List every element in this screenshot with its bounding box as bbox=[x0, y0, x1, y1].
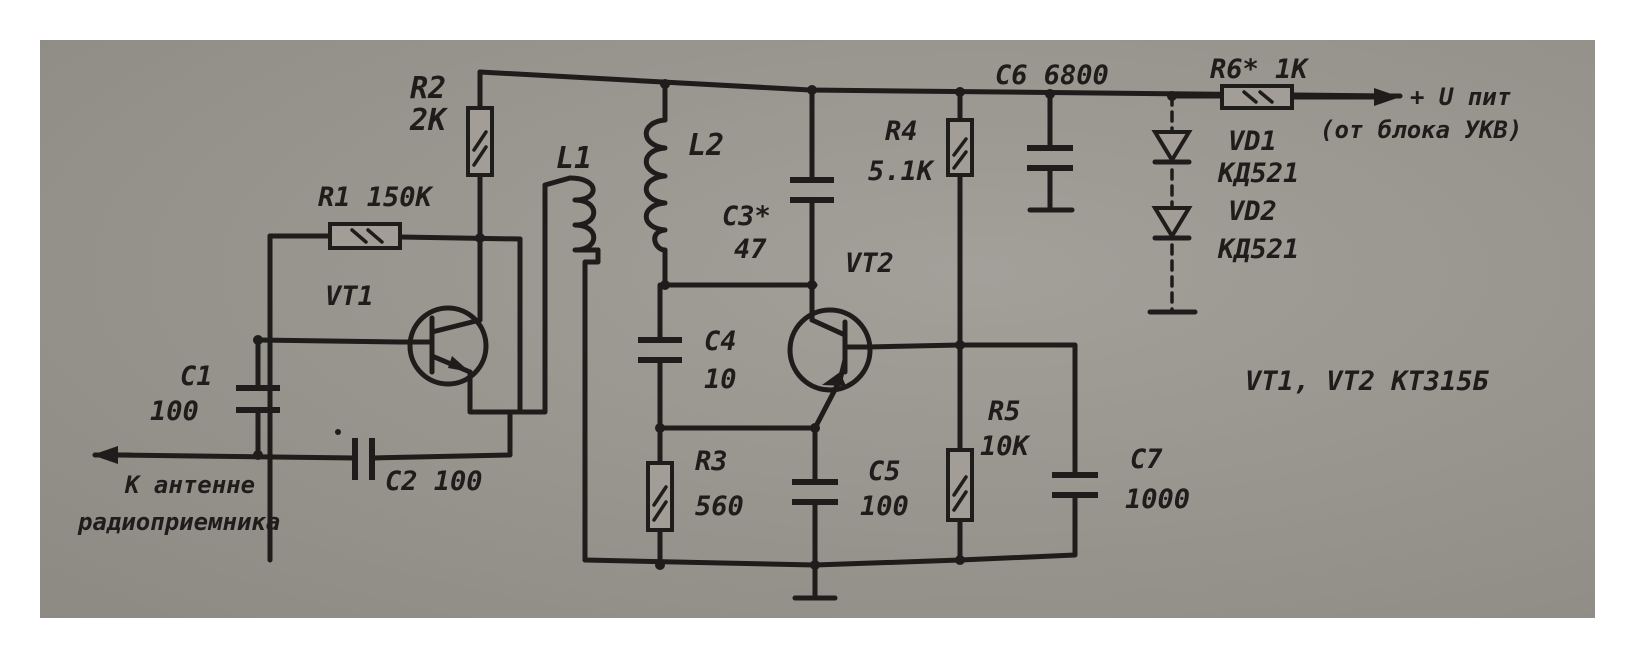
supply-label-line1: + U пит bbox=[1410, 83, 1511, 111]
resistor-r5 bbox=[946, 448, 974, 522]
capacitor-c6 bbox=[1027, 145, 1073, 171]
label-c2: C2 100 bbox=[385, 466, 483, 497]
capacitor-c7 bbox=[1052, 472, 1098, 498]
label-r3-value: 560 bbox=[695, 491, 744, 522]
wires bbox=[112, 69, 1403, 601]
label-r3-name: R3 bbox=[695, 446, 728, 477]
inductor-l2 bbox=[643, 117, 668, 253]
label-l1: L1 bbox=[556, 141, 592, 176]
label-vd2-type: КД521 bbox=[1217, 234, 1299, 265]
label-l2: L2 bbox=[688, 128, 724, 163]
label-c4-name: C4 bbox=[704, 326, 737, 357]
resistor-r1 bbox=[328, 222, 402, 250]
label-vd2-name: VD2 bbox=[1228, 196, 1277, 227]
label-c7-name: C7 bbox=[1130, 444, 1163, 475]
resistor-r4 bbox=[946, 118, 974, 177]
capacitor-c4 bbox=[638, 337, 682, 363]
label-c1-value: 100 bbox=[150, 396, 199, 427]
label-r4-value: 5.1K bbox=[868, 156, 936, 187]
diode-vd2 bbox=[1151, 206, 1193, 241]
label-c5-value: 100 bbox=[860, 491, 909, 522]
capacitor-c2 bbox=[352, 438, 375, 480]
component-labels: R2 2K R1 150K L1 L2 C3* 47 VT1 VT2 C4 10… bbox=[150, 54, 1310, 522]
diode-vd1 bbox=[1151, 130, 1193, 165]
capacitor-c5 bbox=[792, 479, 838, 505]
label-r6: R6* 1K bbox=[1210, 54, 1310, 85]
resistor-r3 bbox=[646, 461, 674, 532]
antenna-label-line2: радиоприемника bbox=[77, 508, 280, 536]
arrows bbox=[92, 88, 1400, 464]
label-c3-name: C3* bbox=[722, 201, 771, 232]
antenna-label-line1: К антенне bbox=[124, 471, 255, 499]
label-r2-value: 2K bbox=[409, 103, 449, 138]
supply-label-line2: (от блока УКВ) bbox=[1320, 116, 1522, 144]
label-vt2: VT2 bbox=[845, 248, 894, 279]
label-c6: C6 6800 bbox=[995, 60, 1109, 91]
notes: + U пит (от блока УКВ) К антенне радиопр… bbox=[77, 83, 1522, 536]
label-c1-name: C1 bbox=[180, 361, 213, 392]
transistor-vt1 bbox=[397, 305, 489, 387]
capacitor-c1 bbox=[236, 385, 280, 413]
resistor-r6 bbox=[1220, 84, 1294, 110]
inductor-l1 bbox=[567, 175, 601, 253]
label-r1: R1 150K bbox=[318, 182, 435, 213]
label-r4-name: R4 bbox=[885, 116, 918, 147]
label-c7-value: 1000 bbox=[1125, 484, 1190, 515]
transistor-type-note: VT1, VT2 КТ315Б bbox=[1245, 366, 1490, 397]
resistor-r2 bbox=[466, 106, 494, 177]
label-c4-value: 10 bbox=[704, 364, 737, 395]
photo-background bbox=[40, 40, 1595, 618]
junction-dots bbox=[253, 79, 1177, 570]
label-c3-value: 47 bbox=[734, 234, 767, 265]
label-vd1-type: КД521 bbox=[1217, 158, 1299, 189]
label-r2-name: R2 bbox=[410, 71, 446, 106]
transistor-vt2 bbox=[787, 307, 873, 393]
label-vd1-name: VD1 bbox=[1228, 126, 1277, 157]
capacitor-c3 bbox=[790, 177, 834, 203]
label-r5-name: R5 bbox=[988, 396, 1021, 427]
label-c5-name: C5 bbox=[868, 456, 901, 487]
label-vt1: VT1 bbox=[325, 281, 374, 312]
label-r5-value: 10K bbox=[980, 431, 1032, 462]
